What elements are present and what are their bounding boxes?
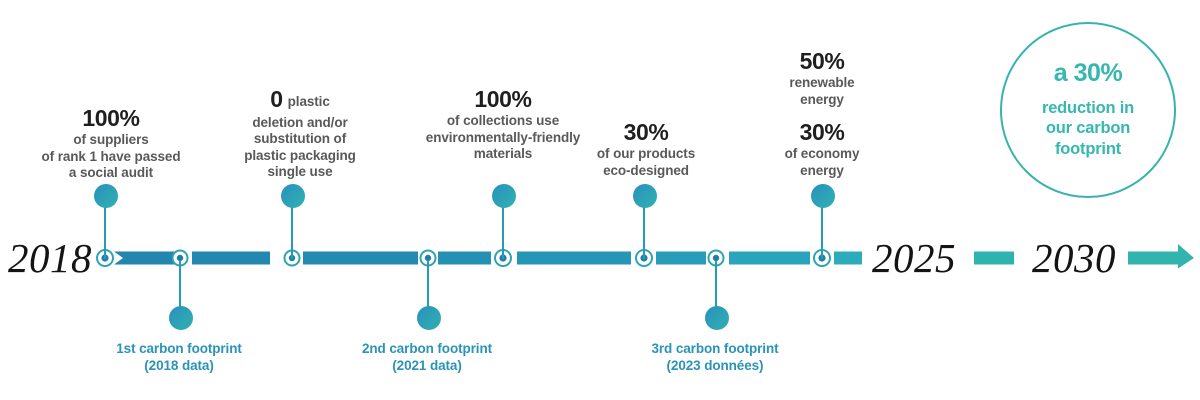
axis-segment (438, 252, 491, 265)
carbon-label-line2: (2018 data) (59, 358, 299, 375)
lollipop-knob (705, 306, 729, 330)
goal-headline: a 30% (1054, 60, 1122, 88)
axis-segment (114, 252, 177, 265)
carbon-label-line1: 2nd carbon footprint (307, 341, 547, 358)
axis-segment (1128, 244, 1194, 269)
milestone-sub-line: energy (722, 163, 922, 179)
axis-segment (974, 252, 1014, 265)
lollipop-knob (811, 184, 835, 208)
milestone-sub-line: renewable (722, 75, 922, 91)
milestone-economy-energy: 30%of economyenergy (722, 119, 922, 179)
carbon-label-line2: (2021 data) (307, 358, 547, 375)
lollipop-knob (633, 184, 657, 208)
carbon-footprint-3: 3rd carbon footprint(2023 données) (595, 341, 835, 375)
axis-segment (517, 252, 631, 265)
milestone-big-number: 30% (722, 119, 922, 145)
milestone-sub-line: of economy (722, 146, 922, 162)
axis-segment (834, 252, 862, 265)
lollipop-knob (492, 184, 516, 208)
goal-body: reduction inour carbonfootprint (1042, 98, 1134, 160)
milestone-sub-line: single use (185, 164, 415, 180)
year-label-2030: 2030 (1032, 234, 1116, 282)
milestone-big-number: 50% (722, 48, 922, 74)
carbon-label-line2: (2023 données) (595, 358, 835, 375)
carbon-label-line1: 3rd carbon footprint (595, 341, 835, 358)
lollipop-knob (417, 306, 441, 330)
milestone-sub-line: energy (722, 92, 922, 108)
year-label-2018: 2018 (8, 234, 92, 282)
carbon-footprint-2: 2nd carbon footprint(2021 data) (307, 341, 547, 375)
axis-segment (656, 252, 706, 265)
carbon-label-line1: 1st carbon footprint (59, 341, 299, 358)
milestone-renewable-energy: 50%renewableenergy (722, 48, 922, 108)
carbon-footprint-1: 1st carbon footprint(2018 data) (59, 341, 299, 375)
lollipop-knob (281, 184, 305, 208)
lollipop-knob (94, 184, 118, 208)
milestone-headline-tail: plastic (283, 94, 330, 109)
axis-segment (303, 252, 418, 265)
goal-body-line: footprint (1042, 139, 1134, 160)
goal-body-line: reduction in (1042, 98, 1134, 119)
goal-body-line: our carbon (1042, 118, 1134, 139)
lollipop-knob (169, 306, 193, 330)
goal-circle-badge: a 30% reduction inour carbonfootprint (1000, 22, 1176, 198)
year-label-2025: 2025 (872, 234, 956, 282)
axis-segment (192, 252, 270, 265)
milestone-big-number: 100% (378, 86, 628, 112)
axis-segment (729, 252, 810, 265)
milestone-big-number: 0 (270, 86, 282, 112)
